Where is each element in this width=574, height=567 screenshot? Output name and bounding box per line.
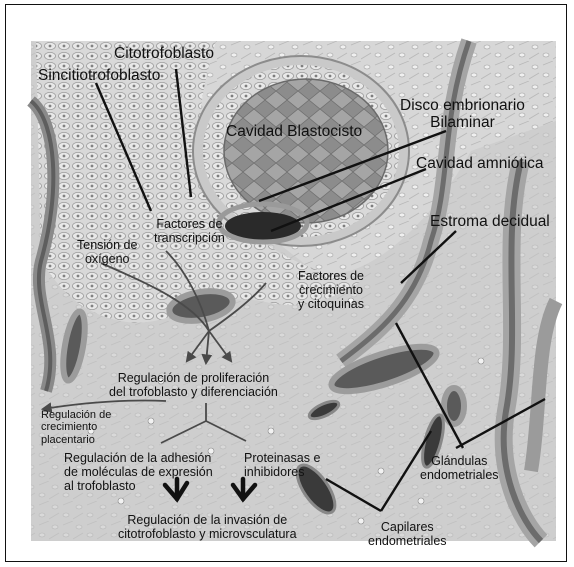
- label-cavidad-blastocisto: Cavidad Blastocisto: [226, 123, 362, 140]
- label-proteinasas: Proteinasas e inhibidores: [244, 451, 320, 479]
- label-regulacion-crecimiento: Regulación de crecimiento placentario: [41, 409, 111, 446]
- label-regulacion-proliferacion: Regulación de proliferación del trofobla…: [109, 371, 278, 399]
- label-factores-transcripcion: Factores de transcripción: [154, 217, 225, 245]
- label-regulacion-adhesion: Regulación de la adhesión de moléculas d…: [64, 451, 213, 493]
- label-capilares: Capilares endometriales: [368, 520, 447, 548]
- label-sincitiotrofoblasto: Sincitiotrofoblasto: [38, 67, 160, 84]
- label-glandulas: Glándulas endometriales: [420, 454, 499, 482]
- label-regulacion-invasion: Regulación de la invasión de citotrofobl…: [118, 513, 297, 541]
- label-citotrofoblasto: Citotrofoblasto: [114, 45, 214, 62]
- illustration-frame: Citotrofoblasto Sincitiotrofoblasto Disc…: [5, 4, 567, 562]
- label-estroma-decidual: Estroma decidual: [430, 213, 550, 230]
- label-cavidad-amniotica: Cavidad amniótica: [416, 155, 544, 172]
- label-disco-embrionario: Disco embrionario Bilaminar: [400, 97, 525, 132]
- label-tension-oxigeno: Tensión de oxígeno: [77, 238, 137, 266]
- label-factores-crecimiento: Factores de crecimiento y citoquinas: [298, 269, 364, 311]
